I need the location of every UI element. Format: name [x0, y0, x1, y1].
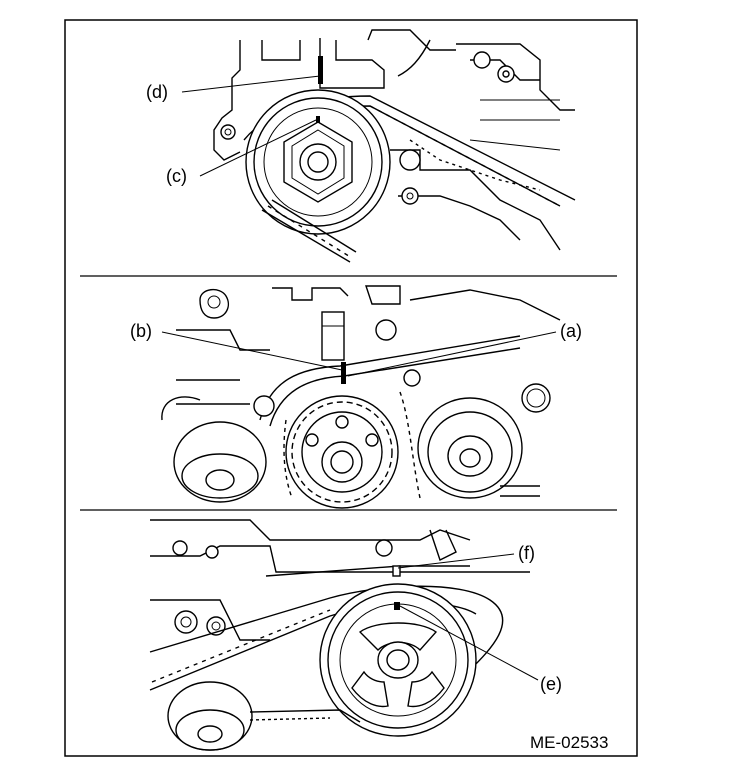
leader-b [161, 331, 343, 371]
reference-code: ME-02533 [530, 733, 608, 752]
leader-d [181, 75, 321, 93]
callout-f: (f) [518, 543, 535, 563]
leader-c [199, 119, 317, 177]
callout-b: (b) [130, 321, 152, 341]
callout-d: (d) [146, 82, 168, 102]
panel-top-illustration [213, 29, 576, 263]
callout-a: (a) [560, 321, 582, 341]
panel-middle-illustration [161, 285, 561, 509]
leader-e [399, 605, 539, 681]
leader-a [347, 331, 557, 377]
callout-c: (c) [166, 166, 187, 186]
leader-f [397, 553, 515, 569]
callout-e: (e) [540, 674, 562, 694]
panel-bottom-illustration [149, 519, 530, 751]
